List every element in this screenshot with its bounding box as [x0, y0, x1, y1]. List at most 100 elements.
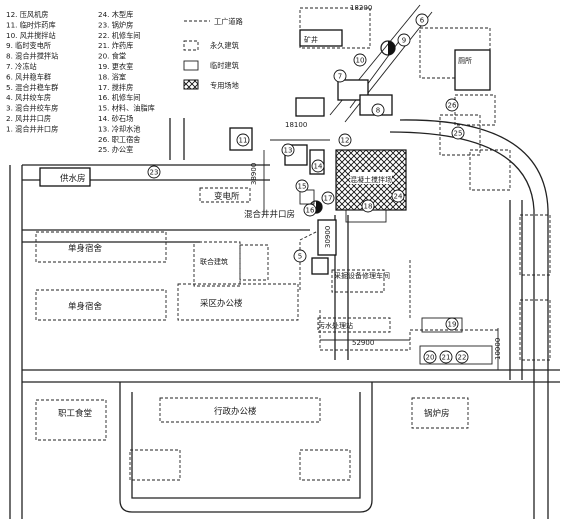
marker-circle-23: [147, 165, 161, 179]
dimension-d6: 10000: [494, 338, 502, 360]
marker-label-9: 9: [402, 37, 406, 45]
legend-item-1: 1. 混合井井口房: [6, 124, 58, 133]
dormitory-2: [35, 289, 167, 321]
legend-item-12: 12. 压风机房: [6, 10, 48, 19]
marker-label-18: 18: [364, 203, 373, 211]
legend-item-13: 13. 冷却水池: [98, 124, 140, 133]
legend-item-4: 4. 风井绞车房: [6, 93, 51, 102]
legend-item-17: 17. 搅拌房: [98, 83, 133, 92]
supply-house: [39, 167, 91, 187]
marker-label-14: 14: [314, 163, 323, 171]
administrative-office: [177, 283, 299, 321]
dormitory-2-label: 单身宿舍: [68, 301, 103, 312]
marker-label-10: 10: [356, 57, 365, 65]
legend-item-25: 25. 办公室: [98, 145, 133, 154]
legend-item-16: 16. 机修车间: [98, 93, 140, 102]
shaft-complex: 厕所 矿井 18200 18100: [270, 4, 496, 156]
legend-item-10: 10. 风井搅拌站: [6, 31, 56, 40]
legend-item-24: 24. 木型库: [98, 10, 133, 19]
marker-label-17: 17: [324, 195, 333, 203]
workshop-label: 采掘设备修理车间: [334, 271, 390, 280]
marker-label-15: 15: [298, 183, 307, 191]
marker-circle-7: [333, 69, 347, 83]
marker-label-16: 16: [306, 207, 315, 215]
legend-symbol-label-0: 工广道路: [214, 17, 243, 26]
legend-item-23: 23. 锅炉房: [98, 20, 133, 29]
joint-building-label: 联合建筑: [200, 257, 228, 266]
legend-item-2: 2. 风井井口房: [6, 114, 51, 123]
marker-label-7: 7: [338, 73, 342, 81]
dimension-d4: 30900: [324, 226, 332, 248]
marker-circle-21: [439, 350, 453, 364]
marker-label-22: 22: [458, 354, 467, 362]
marker-circle-10: [353, 53, 367, 67]
marker-circle-25: [451, 126, 465, 140]
legend-item-26: 26. 职工宿舍: [98, 135, 140, 144]
legend-symbol-label-3: 专用场地: [210, 81, 239, 90]
marker-label-11: 11: [239, 137, 248, 145]
legend-item-18: 18. 浴室: [98, 72, 126, 81]
legend-item-14: 14. 砂石场: [98, 114, 133, 123]
legend-solid-box-symbol: [183, 60, 199, 71]
shaft-area-label: 矿井: [304, 35, 318, 44]
marker-label-13: 13: [284, 147, 293, 155]
legend-item-3: 3. 混合井绞车房: [6, 104, 58, 113]
marker-circle-24: [391, 189, 405, 203]
legend-symbol-label-2: 临时建筑: [210, 61, 239, 70]
marker-circle-14: [311, 159, 325, 173]
legend-item-22: 22. 机修车间: [98, 31, 140, 40]
legend-item-15: 15. 材料、油脂库: [98, 104, 155, 113]
marker-circle-15: [295, 179, 309, 193]
marker-label-26: 26: [448, 102, 457, 110]
marker-circle-12: [338, 133, 352, 147]
bottom-area: 职工食堂 行政办公楼: [35, 397, 351, 481]
legend-hatched-box-symbol: [183, 79, 199, 90]
legend-item-5: 5. 混合井稳车群: [6, 83, 58, 92]
symbol-legend: 工广道路 永久建筑 临时建筑 专用场地: [183, 17, 243, 90]
legend-item-9: 9. 临时变电所: [6, 41, 51, 50]
marker-circle-20: [423, 350, 437, 364]
substation-label: 变电所: [214, 191, 240, 202]
legend-item-19: 19. 更衣室: [98, 62, 133, 71]
office-building-label: 行政办公楼: [214, 406, 257, 417]
marker-circle-8: [371, 103, 385, 117]
marker-label-19: 19: [448, 321, 457, 329]
marker-label-6: 6: [420, 17, 425, 25]
marker-circle-13: [281, 143, 295, 157]
administrative-office-label: 采区办公楼: [200, 298, 243, 309]
boiler-room-label: 锅炉房: [424, 408, 450, 419]
marker-label-25: 25: [454, 130, 463, 138]
marker-circle-17: [321, 191, 335, 205]
legend-item-11: 11. 临时炸药库: [6, 20, 56, 29]
marker-label-8: 8: [376, 107, 380, 115]
mixed-shaft-area: 混合井井口房 38900 30900 采掘设备修理车间 污水处理站 52900: [244, 150, 410, 347]
marker-label-21: 21: [442, 354, 451, 362]
marker-label-24: 24: [394, 193, 403, 201]
marker-circle-19: [445, 317, 459, 331]
sewage-station-label: 污水处理站: [318, 321, 353, 330]
marker-circle-5: [293, 249, 307, 263]
marker-label-20: 20: [426, 354, 435, 362]
legend-item-7: 7. 冷冻站: [6, 62, 37, 71]
marker-circle-22: [455, 350, 469, 364]
shaft-building-a: [299, 29, 343, 47]
staff-canteen-label: 职工食堂: [58, 408, 92, 419]
marker-label-23: 23: [150, 169, 159, 177]
legend-item-21: 21. 炸药库: [98, 41, 133, 50]
marker-circle-26: [445, 98, 459, 112]
supply-house-label: 供水房: [60, 173, 86, 184]
marker-circle-11: [236, 133, 250, 147]
marker-circle-9: [397, 33, 411, 47]
dormitory-1-label: 单身宿舍: [68, 243, 103, 254]
mid-left-area: 供水房 变电所 单身宿舍 单身宿舍 联合建筑 采区办公楼: [35, 127, 325, 321]
top-right-building-label: 厕所: [458, 56, 472, 65]
dimension-d5: 52900: [352, 339, 374, 347]
dimension-d3: 38900: [250, 163, 258, 185]
marker-circle-6: [415, 13, 429, 27]
legend-item-6: 6. 风井稳车群: [6, 72, 51, 81]
right-cluster: 10000 锅炉房: [411, 149, 551, 429]
